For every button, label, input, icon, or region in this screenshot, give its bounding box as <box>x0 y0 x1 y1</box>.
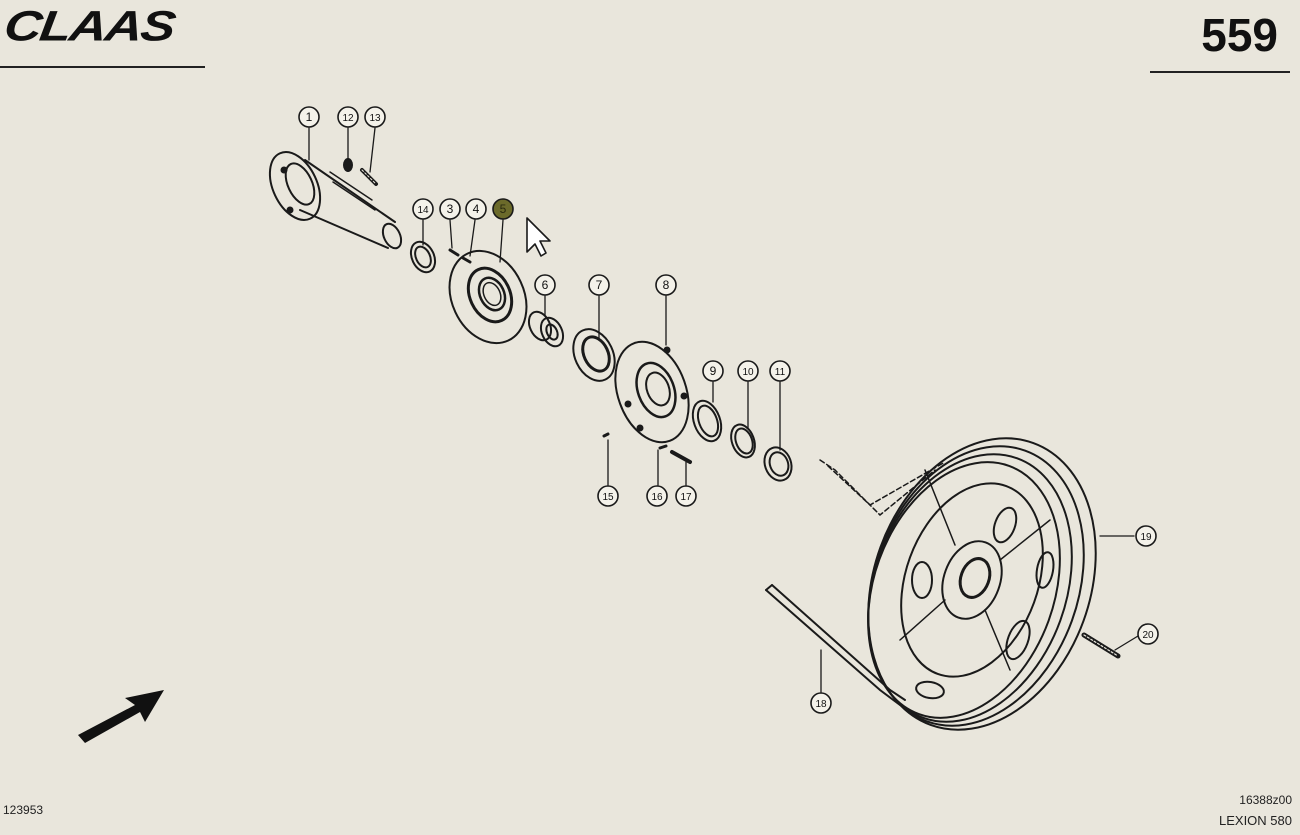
callout-number: 18 <box>815 699 827 710</box>
part-15-screw <box>602 432 610 438</box>
callout-number: 5 <box>500 202 507 216</box>
callout-5[interactable]: 5 <box>492 198 514 220</box>
page-number: 559 <box>1201 9 1278 61</box>
callout-number: 20 <box>1142 630 1154 641</box>
callout-number: 12 <box>342 113 354 124</box>
part-14-ring <box>409 240 437 274</box>
callout-20[interactable]: 20 <box>1137 623 1159 645</box>
part-5-bearing-housing <box>448 249 528 345</box>
callout-number: 17 <box>680 492 692 503</box>
callout-7[interactable]: 7 <box>588 274 610 296</box>
callout-4[interactable]: 4 <box>465 198 487 220</box>
callout-19[interactable]: 19 <box>1135 525 1157 547</box>
part-3-4-pins <box>448 248 472 264</box>
part-9-ring <box>691 399 723 443</box>
part-17-bolt <box>670 450 692 464</box>
callout-16[interactable]: 16 <box>646 485 668 507</box>
callout-10[interactable]: 10 <box>737 360 759 382</box>
callout-number: 19 <box>1140 532 1152 543</box>
callout-9[interactable]: 9 <box>702 360 724 382</box>
callout-number: 6 <box>542 278 549 292</box>
drawing-code: 123953 <box>3 803 44 817</box>
callout-17[interactable]: 17 <box>675 485 697 507</box>
header-rule-left <box>0 66 205 68</box>
header-rule-right <box>1150 71 1290 73</box>
cursor-icon <box>526 217 551 257</box>
callout-14[interactable]: 14 <box>412 198 434 220</box>
callout-number: 11 <box>775 367 786 378</box>
arrow-icon <box>78 690 164 743</box>
callout-number: 7 <box>596 278 603 292</box>
part-11-ring <box>763 446 793 482</box>
callout-number: 4 <box>473 202 480 216</box>
part-10-ring <box>730 423 756 459</box>
part-8-flange-plate <box>614 340 690 444</box>
callout-8[interactable]: 8 <box>655 274 677 296</box>
callout-6[interactable]: 6 <box>534 274 556 296</box>
figure-code: 16388z00 <box>1239 793 1292 807</box>
callout-number: 14 <box>417 205 429 216</box>
callout-labels: 1 12 13 14 3 4 5 6 7 8 9 10 11 15 16 17 19 20 18 <box>298 106 1159 714</box>
callout-18[interactable]: 18 <box>810 692 832 714</box>
callout-13[interactable]: 13 <box>364 106 386 128</box>
part-16-screw <box>658 444 668 450</box>
part-19-pulley <box>867 437 1097 731</box>
callout-number: 16 <box>651 492 663 503</box>
callout-number: 13 <box>369 113 381 124</box>
callout-number: 1 <box>306 110 313 124</box>
model-name: LEXION 580 <box>1219 813 1292 828</box>
callout-number: 9 <box>710 364 717 378</box>
part-7-seal <box>572 328 616 382</box>
callout-number: 15 <box>602 492 614 503</box>
callout-number: 10 <box>742 367 754 378</box>
callout-number: 8 <box>663 278 670 292</box>
callout-3[interactable]: 3 <box>439 198 461 220</box>
callout-11[interactable]: 11 <box>769 360 791 382</box>
callout-12[interactable]: 12 <box>337 106 359 128</box>
callout-15[interactable]: 15 <box>597 485 619 507</box>
part-6-bushing <box>527 310 565 348</box>
part-1-shaft <box>268 151 403 250</box>
part-18-belt <box>765 584 906 706</box>
callout-1[interactable]: 1 <box>298 106 320 128</box>
callout-number: 3 <box>447 202 454 216</box>
